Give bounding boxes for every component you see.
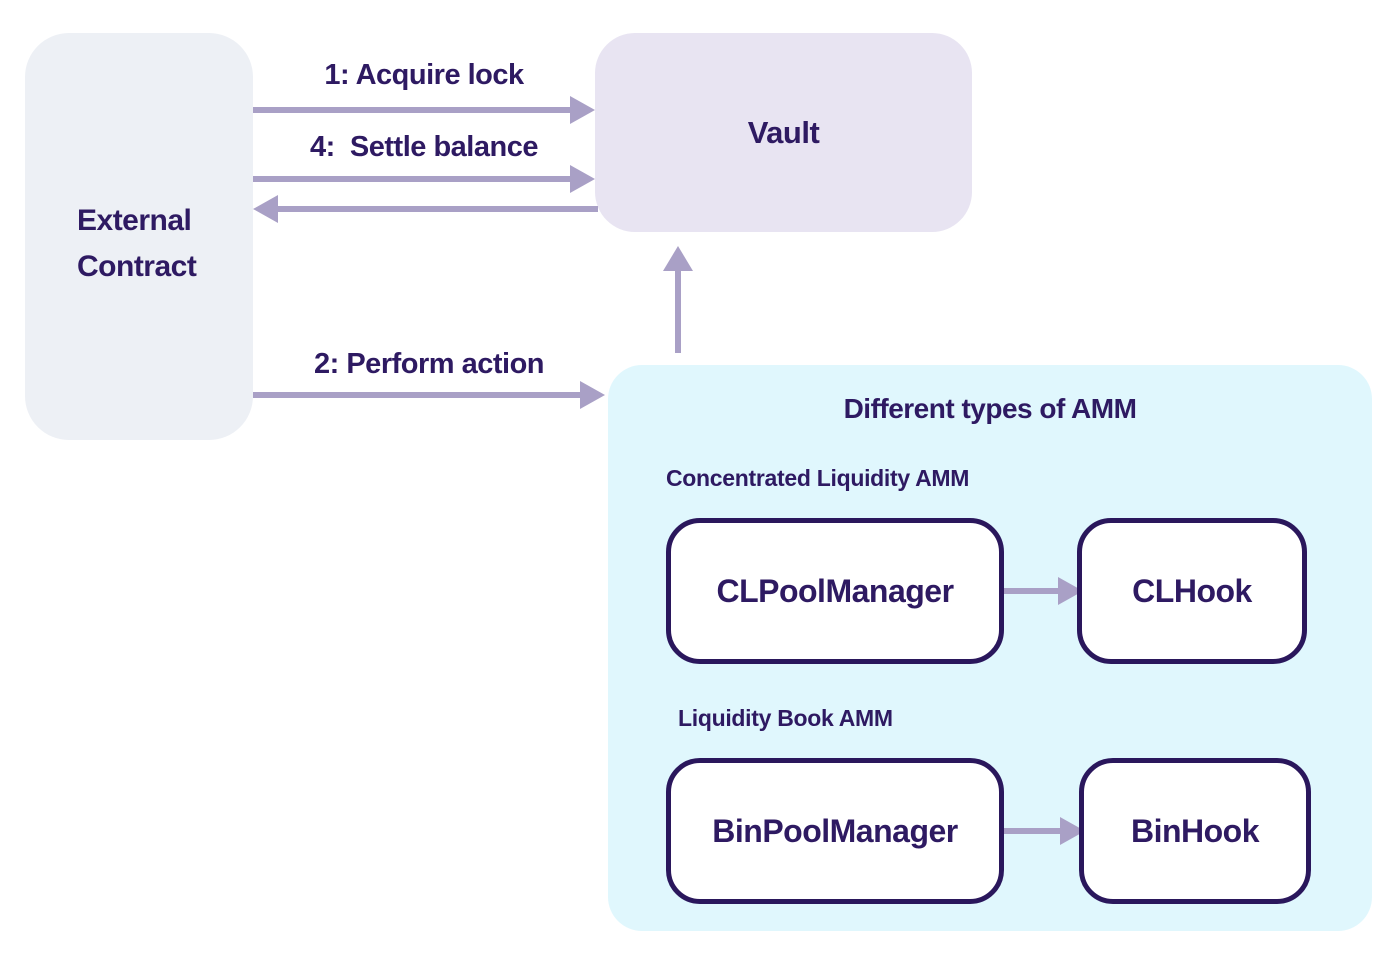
- arrow-settle-balance: [253, 165, 595, 193]
- arrow-shaft: [278, 206, 598, 212]
- vault-node: Vault: [595, 33, 972, 232]
- arrowhead-right-icon: [570, 96, 595, 124]
- clpoolmanager-label: CLPoolManager: [716, 572, 954, 609]
- arrowhead-up-icon: [663, 246, 693, 271]
- external-contract-label-line2: Contract: [77, 250, 197, 283]
- external-contract-label: External Contract: [77, 198, 197, 290]
- clhook-label: CLHook: [1132, 572, 1252, 609]
- external-contract-label-line1: External: [77, 204, 192, 237]
- arrow-inform-vault: [663, 246, 693, 353]
- section-label-liquidity-book-amm: Liquidity Book AMM: [678, 705, 893, 731]
- arrow-label-settle-balance: 4: Settle balance: [310, 131, 538, 163]
- arrow-shaft: [1004, 828, 1060, 834]
- arrow-shaft: [253, 392, 580, 398]
- binpoolmanager-label: BinPoolManager: [712, 812, 958, 849]
- vault-label: Vault: [747, 114, 820, 150]
- arrowhead-right-icon: [580, 381, 605, 409]
- arrow-label-perform-action: 2: Perform action: [314, 348, 545, 380]
- arrowhead-right-icon: [570, 165, 595, 193]
- binhook-label: BinHook: [1130, 812, 1260, 849]
- external-contract-node: External Contract: [25, 33, 253, 440]
- arrow-perform-action: [253, 381, 605, 409]
- section-label-concentrated-liquidity-amm: Concentrated Liquidity AMM: [666, 465, 970, 491]
- arrow-binpoolmanager-to-binhook: [1004, 817, 1085, 845]
- arrow-shaft: [253, 107, 570, 113]
- amm-types-container: Different types of AMM Concentrated Liqu…: [608, 365, 1372, 931]
- binhook-node: BinHook: [1079, 758, 1311, 904]
- arrow-clpoolmanager-to-clhook: [1004, 577, 1083, 605]
- amm-container-title: Different types of AMM: [843, 393, 1137, 424]
- arrow-shaft: [253, 176, 570, 182]
- clpoolmanager-node: CLPoolManager: [666, 518, 1004, 664]
- clhook-node: CLHook: [1077, 518, 1307, 664]
- arrowhead-left-icon: [253, 195, 278, 223]
- arrow-acquire-lock: [253, 96, 595, 124]
- binpoolmanager-node: BinPoolManager: [666, 758, 1004, 904]
- arrow-vault-to-external: [253, 195, 598, 223]
- arrow-label-acquire-lock: 1: Acquire lock: [324, 59, 524, 91]
- arrow-shaft: [675, 271, 681, 353]
- arrow-shaft: [1004, 588, 1058, 594]
